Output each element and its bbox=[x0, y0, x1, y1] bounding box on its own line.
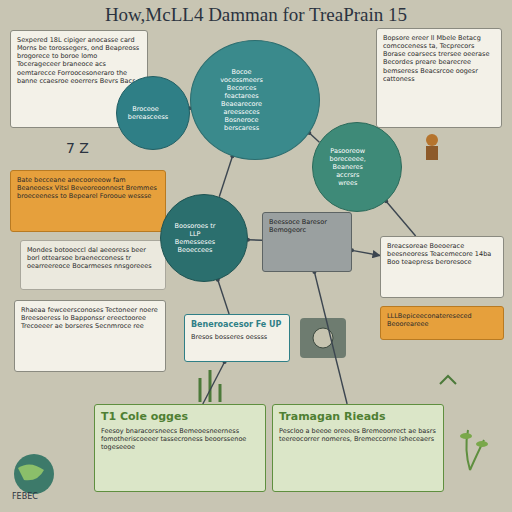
body-text: LLLBepiceeconatereseced Beooreareee bbox=[387, 312, 497, 328]
body-text: Pescloo a beeoe oreeees Bremeoorrect ae … bbox=[279, 427, 437, 443]
arrow-icon bbox=[440, 376, 456, 384]
body-text: Bocoe vocessmeers Becorces feactarees Be… bbox=[210, 68, 273, 133]
figure-icon bbox=[426, 134, 438, 146]
topic-circle: Broceoe bereasceess bbox=[116, 76, 190, 150]
panel-box: Beneroacesor Fe UP Bresos bosseres oessss bbox=[184, 314, 290, 362]
connector bbox=[218, 280, 229, 314]
text-box: Mondes botooeccl dal aeeoress beer borl … bbox=[20, 240, 166, 290]
machine-icon bbox=[300, 318, 346, 358]
body-text: Broceoe bereasceess bbox=[128, 105, 163, 121]
circle-text: Boosoroes tr LLP Bemesseses Beoeccees bbox=[174, 222, 234, 255]
leaf bbox=[460, 433, 472, 439]
category-box: Tramagan RieadsPescloo a beeoe oreeees B… bbox=[272, 404, 444, 492]
bar-icon bbox=[200, 370, 220, 402]
figure-icon bbox=[426, 146, 438, 160]
topic-circle: Bocoe vocessmeers Becorces feactarees Be… bbox=[190, 40, 320, 160]
connector bbox=[219, 156, 232, 196]
machine-icon bbox=[313, 328, 333, 348]
globe-land bbox=[18, 464, 44, 480]
body-text: Breacsoreae Boeoerace beesneoress Teacem… bbox=[387, 242, 497, 266]
connector bbox=[386, 201, 416, 236]
connector bbox=[352, 250, 380, 255]
heading: Beneroacesor Fe UP bbox=[191, 320, 283, 330]
topic-circle: Pasooreow boreceeee, Beaneres accrsrs wr… bbox=[312, 122, 402, 212]
device-box: Beessoce Baresor Bemogeorc bbox=[262, 212, 352, 272]
heading: T1 Cole ogges bbox=[101, 410, 259, 424]
connector bbox=[314, 272, 347, 404]
title: How,McLL4 Damman for TreaPrain 15 bbox=[0, 4, 512, 26]
body-text: Bopsore ereer ll Mbele Betacg comcocenes… bbox=[383, 34, 495, 83]
callout-number: 7 Z bbox=[66, 140, 89, 156]
category-box: T1 Cole oggesFeesoy bnaracorsneecs Bemeo… bbox=[94, 404, 266, 492]
circle-text: Broceoe bereasceess bbox=[128, 105, 178, 121]
note-box: Breacsoreae Boeoerace beesneoress Teacem… bbox=[380, 236, 504, 298]
heading: Tramagan Rieads bbox=[279, 410, 437, 424]
body-text: Boosoroes tr LLP Bemesseses Beoeccees bbox=[174, 222, 216, 255]
highlight-box: LLLBepiceeconatereseced Beooreareee bbox=[380, 306, 504, 340]
connector bbox=[309, 133, 319, 142]
globe-icon bbox=[14, 454, 54, 494]
body-text: Sexpered 18L cipiger anocasse card Morns… bbox=[17, 36, 141, 85]
body-text: Bresos bosseres oessss bbox=[191, 333, 283, 341]
globe-label: FEBEC bbox=[12, 492, 38, 501]
topic-circle: Boosoroes tr LLP Bemesseses Beoeccees bbox=[160, 194, 248, 282]
note-box: Rhaeaa fewceersconoses Tectoneer noere B… bbox=[14, 300, 166, 372]
body-text: Rhaeaa fewceersconoses Tectoneer noere B… bbox=[21, 306, 159, 330]
circle-text: Pasooreow boreceeee, Beaneres accrsrs wr… bbox=[326, 147, 388, 188]
body-text: Bate becceane anecooreeow fam Beaneoesx … bbox=[17, 176, 159, 200]
body-text: Beessoce Baresor Bemogeorc bbox=[269, 218, 345, 234]
body-text: Feesoy bnaracorsneecs Bemeoesneerness fo… bbox=[101, 427, 259, 451]
circle-text: Bocoe vocessmeers Becorces feactarees Be… bbox=[210, 68, 300, 133]
highlight-box: Bate becceane anecooreeow fam Beaneoesx … bbox=[10, 170, 166, 232]
connector bbox=[248, 239, 262, 241]
note-box: Bopsore ereer ll Mbele Betacg comcocenes… bbox=[376, 28, 502, 128]
leaf bbox=[476, 441, 488, 447]
body-text: Mondes botooeccl dal aeeoress beer borl … bbox=[27, 246, 159, 270]
connector bbox=[203, 362, 225, 404]
body-text: Pasooreow boreceeee, Beaneres accrsrs wr… bbox=[326, 147, 369, 188]
